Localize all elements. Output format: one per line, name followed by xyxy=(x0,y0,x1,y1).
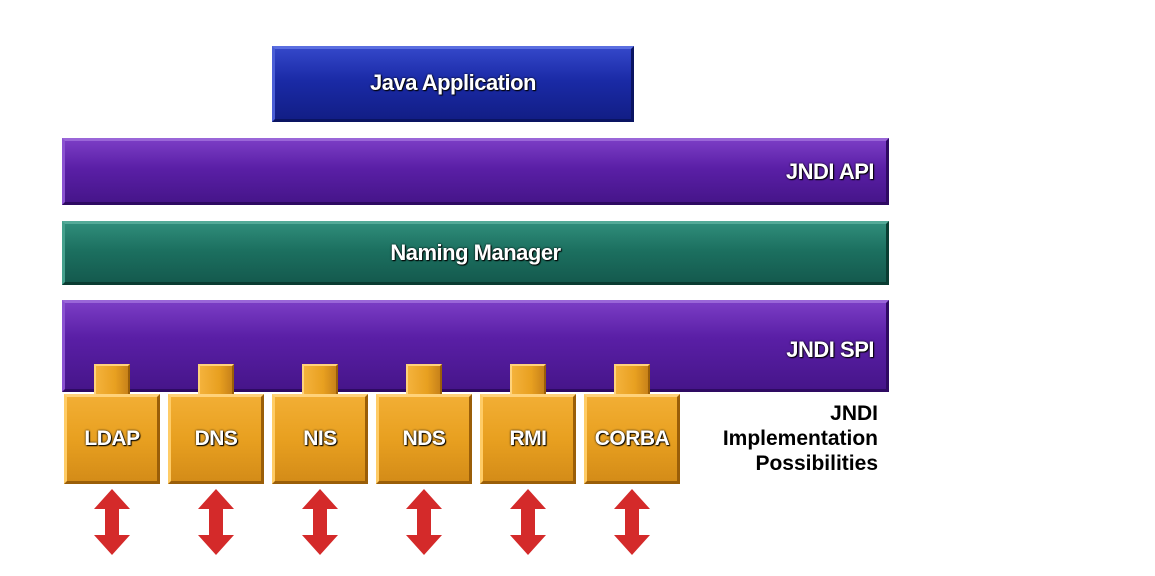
implementation-label: NIS xyxy=(272,394,368,484)
implementation-label: NDS xyxy=(376,394,472,484)
java-application-box: Java Application xyxy=(272,46,634,122)
implementation-block-corba: CORBA xyxy=(584,364,680,484)
naming-manager-bar: Naming Manager xyxy=(62,221,889,285)
implementation-block-rmi: RMI xyxy=(480,364,576,484)
connector-tab xyxy=(302,364,338,398)
implementation-label: DNS xyxy=(168,394,264,484)
implementation-possibilities-label: JNDI Implementation Possibilities xyxy=(676,401,878,476)
implementation-label-line2: Implementation xyxy=(722,427,878,450)
bidirectional-arrow-icon xyxy=(614,489,650,555)
implementation-label-line3: Possibilities xyxy=(755,452,878,475)
implementation-label: RMI xyxy=(480,394,576,484)
implementation-label: LDAP xyxy=(64,394,160,484)
jndi-spi-label: JNDI SPI xyxy=(786,337,874,362)
connector-tab xyxy=(94,364,130,398)
implementation-block-nds: NDS xyxy=(376,364,472,484)
connector-tab xyxy=(406,364,442,398)
implementation-label: CORBA xyxy=(584,394,680,484)
bidirectional-arrow-icon xyxy=(198,489,234,555)
bidirectional-arrow-icon xyxy=(302,489,338,555)
bidirectional-arrow-icon xyxy=(510,489,546,555)
naming-manager-label: Naming Manager xyxy=(390,240,561,265)
implementation-block-ldap: LDAP xyxy=(64,364,160,484)
bidirectional-arrow-icon xyxy=(406,489,442,555)
connector-tab xyxy=(614,364,650,398)
implementation-label-line1: JNDI xyxy=(830,402,878,425)
bidirectional-arrow-icon xyxy=(94,489,130,555)
java-application-label: Java Application xyxy=(369,70,537,95)
implementation-block-dns: DNS xyxy=(168,364,264,484)
implementation-block-nis: NIS xyxy=(272,364,368,484)
connector-tab xyxy=(510,364,546,398)
connector-tab xyxy=(198,364,234,398)
jndi-api-bar: JNDI API xyxy=(62,138,889,205)
jndi-api-label: JNDI API xyxy=(785,158,875,184)
